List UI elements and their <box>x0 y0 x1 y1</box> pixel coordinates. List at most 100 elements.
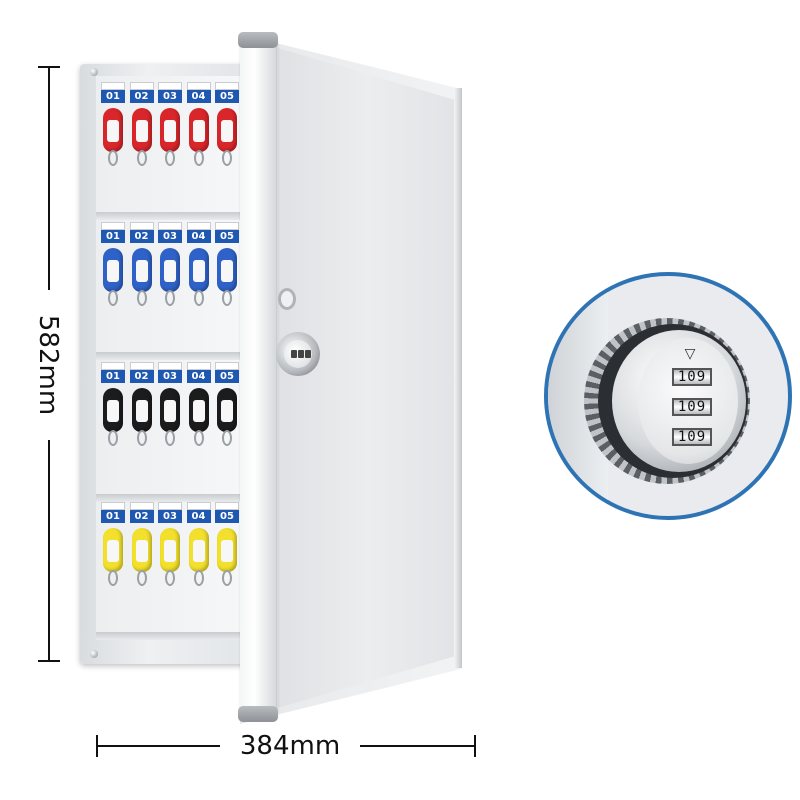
combination-wheel[interactable]: 109 <box>672 398 712 416</box>
key-hook-slot[interactable]: 04 <box>186 222 212 342</box>
key-tag-icon[interactable] <box>217 528 237 572</box>
key-hook-slot[interactable]: 02 <box>129 82 155 202</box>
key-hook-slot[interactable]: 05 <box>214 222 240 342</box>
key-tag-icon[interactable] <box>217 108 237 152</box>
key-tag-icon[interactable] <box>188 248 209 292</box>
key-ring-icon <box>222 150 232 166</box>
key-hook-slot[interactable]: 01 <box>100 362 126 482</box>
key-tag-icon[interactable] <box>103 388 123 432</box>
key-hook-slot[interactable]: 02 <box>129 362 155 482</box>
key-tag-window <box>221 540 233 562</box>
key-ring-icon <box>165 430 175 446</box>
key-tag-window <box>107 120 119 142</box>
key-tag-icon[interactable] <box>131 388 152 432</box>
key-tag-icon[interactable] <box>160 108 180 152</box>
label-holder <box>129 362 154 370</box>
hook-number-label: 05 <box>215 370 239 383</box>
hook-number-label: 05 <box>215 230 239 243</box>
label-holder <box>129 222 154 230</box>
hook-number-label: 04 <box>186 370 211 383</box>
key-tag-window <box>135 400 148 422</box>
label-holder <box>129 502 154 510</box>
key-hook-slot[interactable]: 01 <box>100 82 126 202</box>
door-panel <box>278 48 458 708</box>
key-ring-icon <box>165 150 175 166</box>
key-tag-window <box>192 400 205 422</box>
key-hook-slot[interactable]: 03 <box>157 82 183 202</box>
key-hook-slot[interactable]: 04 <box>186 502 212 622</box>
hook-number-label: 02 <box>129 370 154 383</box>
key-ring-icon <box>136 290 147 306</box>
combination-wheel[interactable]: 109 <box>672 368 712 386</box>
lock-dial-icon <box>298 350 304 358</box>
height-dimension-bottom-cap <box>38 660 60 662</box>
lock-dial-icon <box>291 350 297 358</box>
label-holder <box>186 82 211 90</box>
key-tag-icon[interactable] <box>188 388 209 432</box>
width-dimension-left-cap <box>96 735 98 757</box>
key-tag-icon[interactable] <box>131 528 152 572</box>
door-bottom-cap <box>238 706 278 722</box>
key-ring-icon <box>136 570 147 586</box>
hook-number-label: 04 <box>186 230 211 243</box>
key-hook-slot[interactable]: 04 <box>186 82 212 202</box>
screw-icon <box>90 68 98 76</box>
shelf-divider <box>96 632 242 640</box>
key-ring-icon <box>222 430 232 446</box>
key-tag-icon[interactable] <box>131 108 152 152</box>
key-hook-slot[interactable]: 05 <box>214 82 240 202</box>
key-hook-slot[interactable]: 05 <box>214 502 240 622</box>
key-tag-icon[interactable] <box>103 108 123 152</box>
key-tag-icon[interactable] <box>188 108 209 152</box>
hook-number-label: 03 <box>158 90 182 103</box>
label-holder <box>215 502 239 510</box>
label-holder <box>186 362 211 370</box>
key-hook-slot[interactable]: 05 <box>214 362 240 482</box>
shelf-divider <box>96 352 242 360</box>
height-dimension-top-cap <box>38 66 60 68</box>
key-hook-slot[interactable]: 02 <box>129 222 155 342</box>
label-holder <box>158 502 182 510</box>
key-tag-window <box>192 540 205 562</box>
key-tag-icon[interactable] <box>160 528 180 572</box>
key-tag-window <box>192 120 205 142</box>
label-holder <box>101 82 125 90</box>
key-tag-window <box>221 260 233 282</box>
key-tag-window <box>164 400 176 422</box>
key-tag-icon[interactable] <box>188 528 209 572</box>
key-hook-slot[interactable]: 03 <box>157 222 183 342</box>
key-tag-window <box>107 540 119 562</box>
door-top-cap <box>238 32 278 48</box>
height-dimension-label-box: 582mm <box>6 290 90 440</box>
key-tag-icon[interactable] <box>131 248 152 292</box>
label-holder <box>158 222 182 230</box>
label-holder <box>101 362 125 370</box>
width-dimension-label: 384mm <box>220 728 360 764</box>
key-tag-icon[interactable] <box>160 388 180 432</box>
hook-number-label: 05 <box>215 510 239 523</box>
key-tag-icon[interactable] <box>217 388 237 432</box>
hook-number-label: 01 <box>101 510 125 523</box>
label-holder <box>186 222 211 230</box>
combination-wheel[interactable]: 109 <box>672 428 712 446</box>
key-hook-slot[interactable]: 03 <box>157 362 183 482</box>
hook-number-label: 03 <box>158 230 182 243</box>
shelf-divider <box>96 494 242 502</box>
key-hook-slot[interactable]: 03 <box>157 502 183 622</box>
key-tag-icon[interactable] <box>217 248 237 292</box>
key-hook-slot[interactable]: 04 <box>186 362 212 482</box>
key-hook-slot[interactable]: 01 <box>100 222 126 342</box>
key-tag-icon[interactable] <box>160 248 180 292</box>
key-ring-icon <box>136 150 147 166</box>
width-dimension-right-cap <box>474 735 476 757</box>
key-ring-icon <box>165 290 175 306</box>
key-tag-icon[interactable] <box>103 248 123 292</box>
hook-number-label: 04 <box>186 510 211 523</box>
key-tag-icon[interactable] <box>103 528 123 572</box>
key-hook-slot[interactable]: 02 <box>129 502 155 622</box>
key-hook-slot[interactable]: 01 <box>100 502 126 622</box>
